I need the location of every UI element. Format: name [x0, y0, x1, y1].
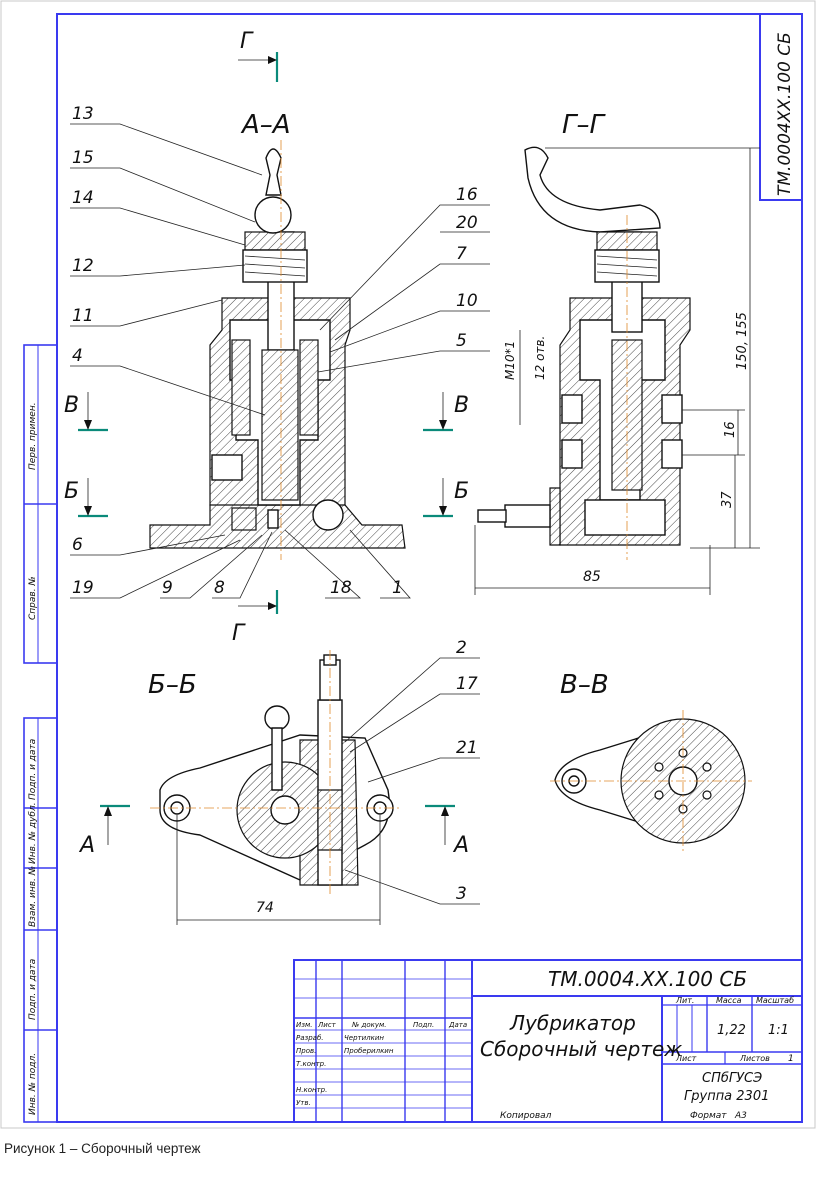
section-vv: В–В [550, 670, 752, 852]
pos-6: 6 [72, 535, 83, 555]
pos-13: 13 [72, 104, 94, 124]
row-label-doc: № докум. [351, 1021, 387, 1029]
group-name: Группа 2301 [684, 1089, 769, 1104]
pos-20: 20 [456, 213, 478, 233]
pos-21: 21 [456, 738, 478, 758]
mass-value: 1,22 [717, 1023, 746, 1038]
assembly-drawing: ТМ.0004ХХ.100 СБ Перв. примен. Справ. № … [0, 0, 816, 1129]
format-label: Формат [690, 1111, 727, 1121]
pos-10: 10 [456, 291, 478, 311]
pos-2: 2 [456, 638, 467, 658]
code-stamp-box [759, 13, 803, 201]
dim-holes: 12 отв. [533, 336, 547, 380]
pos-8: 8 [214, 578, 225, 598]
cut-letter-a-left: А [78, 833, 95, 858]
pos-15: 15 [72, 148, 94, 168]
title-block: ТМ.0004.XX.100 СБ Лубрикатор Сборочный ч… [293, 959, 803, 1123]
side-stamp-3: Подп. и дата [28, 739, 38, 800]
title-name-2: Сборочный чертеж [480, 1037, 682, 1061]
dim-85: 85 [583, 569, 601, 585]
pos-19: 19 [72, 578, 94, 598]
sheets-label: Листов [739, 1054, 770, 1063]
cut-letter-v-right: В [454, 393, 469, 418]
side-stamp: Перв. примен. Справ. № Подп. и дата Инв.… [23, 344, 58, 1123]
dim-thread: М10*1 [503, 341, 517, 380]
scale-value: 1:1 [768, 1023, 789, 1038]
side-stamp-7: Инв. № подл. [28, 1053, 38, 1115]
section-aa: А–А [149, 110, 406, 560]
col-mass: Масса [716, 996, 742, 1005]
section-aa-title: А–А [240, 110, 291, 140]
pos-14: 14 [72, 188, 94, 208]
role-nkontr: Н.контр. [296, 1086, 327, 1094]
cut-marks-vb: В В Б Б [64, 392, 469, 518]
row-label-izm: Изм. [296, 1021, 312, 1029]
cut-mark-g: Г Г [232, 29, 279, 646]
section-bb-title: Б–Б [148, 670, 197, 700]
pos-16: 16 [456, 185, 478, 205]
cut-letter-v-left: В [64, 393, 79, 418]
role-utv: Утв. [296, 1099, 311, 1107]
dim-74: 74 [256, 900, 274, 916]
cut-letter-b-right: Б [454, 479, 469, 504]
section-gg-title: Г–Г [562, 110, 606, 140]
title-name-1: Лубрикатор [509, 1011, 636, 1035]
col-lit: Лит. [675, 996, 694, 1005]
pos-9: 9 [162, 578, 173, 598]
pos-3: 3 [456, 884, 467, 904]
side-stamp-6: Подп. и дата [28, 959, 38, 1020]
name-prov: Проберилкин [344, 1047, 394, 1055]
row-label-list: Лист [317, 1021, 337, 1029]
dim-37: 37 [720, 491, 735, 508]
cut-letter-g-top: Г [240, 29, 254, 54]
copied-label: Копировал [500, 1111, 552, 1121]
section-vv-title: В–В [560, 670, 609, 700]
distribution-holes [654, 748, 712, 814]
sheet-label: Лист [675, 1054, 697, 1063]
role-prov: Пров. [296, 1047, 316, 1055]
row-label-date: Дата [448, 1021, 467, 1029]
title-code: ТМ.0004.XX.100 СБ [548, 967, 747, 991]
cut-letter-g-bottom: Г [232, 621, 246, 646]
side-stamp-2: Справ. № [28, 576, 38, 620]
format-value: А3 [734, 1111, 747, 1121]
row-label-sign: Подп. [413, 1021, 434, 1029]
figure-caption: Рисунок 1 – Сборочный чертеж [4, 1141, 201, 1156]
sheets-count: 1 [788, 1054, 794, 1064]
side-stamp-4: Инв. № дубл. [28, 802, 38, 864]
pos-7: 7 [456, 244, 467, 264]
code-stamp-text: ТМ.0004ХХ.100 СБ [775, 32, 795, 196]
side-stamp-1: Перв. примен. [28, 402, 38, 470]
side-stamp-5: Взам. инв. № [28, 866, 38, 927]
org-name: СПбГУСЭ [702, 1071, 762, 1086]
role-tkontr: Т.контр. [296, 1060, 326, 1068]
section-gg: Г–Г 85 150, 155 37 16 [474, 110, 760, 595]
cut-letter-a-right: А [452, 833, 469, 858]
pos-17: 17 [456, 674, 478, 694]
col-scale: Масштаб [756, 996, 794, 1005]
pos-1: 1 [392, 578, 403, 598]
pos-12: 12 [72, 256, 94, 276]
dim-16: 16 [723, 421, 738, 438]
role-razrab: Разраб. [296, 1034, 324, 1042]
pos-5: 5 [456, 331, 467, 351]
dim-150: 150, 155 [735, 312, 750, 370]
pos-11: 11 [72, 306, 94, 326]
section-bb: Б–Б 74 А А 2 17 21 [78, 638, 480, 925]
position-leaders-aa: 13 15 14 12 11 4 16 20 7 10 5 6 19 9 8 1… [70, 104, 490, 599]
pos-18: 18 [330, 578, 352, 598]
cut-letter-b-left: Б [64, 479, 79, 504]
name-razrab: Чертилкин [344, 1034, 384, 1042]
pos-4: 4 [72, 346, 83, 366]
